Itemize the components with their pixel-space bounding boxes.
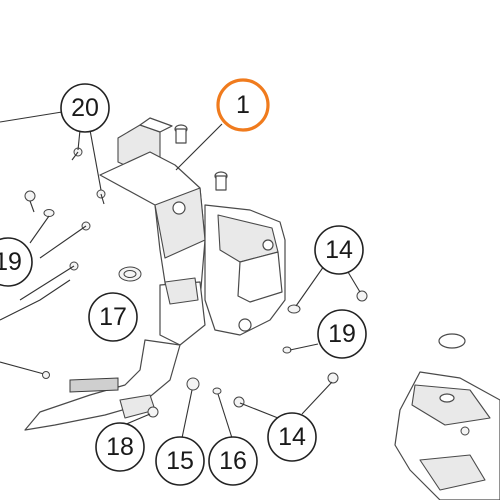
callout-14-bottom-ring [267, 412, 317, 462]
nut-icon [147, 406, 159, 418]
long-bolt-icon [39, 221, 91, 259]
callout-14-right: 14 [314, 225, 364, 275]
callout-19-left: 19 [0, 237, 33, 287]
callout-17-ring [88, 292, 138, 342]
callout-19-left-ring [0, 237, 33, 287]
callout-20-label: 20 [71, 94, 99, 122]
clip-icon [282, 346, 292, 354]
callout-19-right: 19 [317, 309, 367, 359]
callout-19-left-label: 19 [0, 248, 22, 276]
hardware-parts [0, 147, 368, 418]
callout-1-ring [216, 78, 270, 132]
callout-1-label: 1 [236, 91, 250, 119]
callout-18-label: 18 [106, 433, 134, 461]
callout-15-ring [155, 436, 205, 486]
leader-lines [0, 111, 361, 439]
callout-19-right-label: 19 [328, 320, 356, 348]
callout-16: 16 [208, 436, 258, 486]
long-bolt-icon [19, 261, 79, 301]
washer-icon [212, 387, 222, 395]
washer-icon [43, 209, 55, 217]
bolt-icon [24, 190, 36, 213]
callout-16-ring [208, 436, 258, 486]
callout-1: 1 [216, 78, 270, 132]
side-panel-part [394, 333, 500, 500]
callout-18: 18 [95, 422, 145, 472]
grommet-icon [118, 266, 142, 282]
callout-20-ring [60, 83, 110, 133]
washer-icon [287, 304, 301, 314]
screw-icon [0, 361, 50, 379]
callout-14-right-ring [314, 225, 364, 275]
nut-icon [186, 377, 200, 391]
callout-15: 15 [155, 436, 205, 486]
fairing-bracket-part [0, 117, 286, 431]
callout-15-label: 15 [166, 447, 194, 475]
bolt-icon [96, 189, 106, 205]
callout-14-bottom: 14 [267, 412, 317, 462]
bolt-icon [71, 147, 83, 161]
callout-16-label: 16 [219, 447, 247, 475]
nut-icon [356, 290, 368, 302]
callout-14-right-label: 14 [325, 236, 353, 264]
callout-17-label: 17 [99, 303, 127, 331]
bolt-icon [233, 396, 245, 408]
callout-17: 17 [88, 292, 138, 342]
bolt-icon [327, 372, 339, 384]
callout-20: 20 [60, 83, 110, 133]
callout-19-right-ring [317, 309, 367, 359]
callout-14-bottom-label: 14 [278, 423, 306, 451]
callout-18-ring [95, 422, 145, 472]
